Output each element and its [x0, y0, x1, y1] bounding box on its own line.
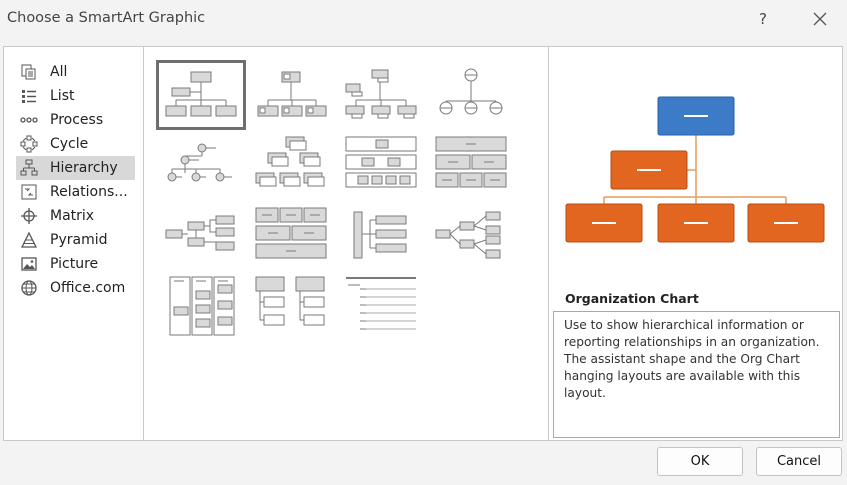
close-button[interactable] — [805, 4, 835, 34]
cancel-button[interactable]: Cancel — [756, 447, 842, 476]
list-icon — [20, 87, 38, 105]
layout-name-and-title-org-chart[interactable] — [246, 60, 336, 130]
layout-lined-hierarchy[interactable] — [246, 273, 336, 343]
help-button[interactable]: ? — [759, 10, 767, 28]
category-label: Office.com — [50, 280, 126, 296]
category-label: Cycle — [50, 136, 89, 152]
layout-table-hierarchy[interactable] — [246, 131, 336, 201]
category-office-com[interactable]: Office.com — [16, 276, 135, 300]
category-relationship[interactable]: Relations... — [16, 180, 135, 204]
category-label: Relations... — [50, 184, 128, 200]
category-label: Process — [50, 112, 104, 128]
category-cycle[interactable]: Cycle — [16, 132, 135, 156]
layout-horizontal-multi-level[interactable] — [336, 131, 426, 201]
category-label: All — [50, 64, 68, 80]
category-label: Hierarchy — [50, 160, 118, 176]
category-label: List — [50, 88, 75, 104]
category-list-item[interactable]: List — [16, 84, 135, 108]
category-hierarchy[interactable]: Hierarchy — [16, 156, 135, 180]
pyramid-icon — [20, 231, 38, 249]
preview-description: Use to show hierarchical information or … — [553, 311, 840, 438]
layout-horizontal-hierarchy[interactable] — [156, 202, 246, 272]
title-bar: Choose a SmartArt Graphic ? — [0, 0, 847, 40]
matrix-icon — [20, 207, 38, 225]
globe-icon — [20, 279, 38, 297]
layout-circle-picture-hierarchy[interactable] — [426, 60, 516, 130]
preview-connectors — [603, 135, 787, 204]
layout-table-list[interactable] — [246, 202, 336, 272]
layout-architecture[interactable] — [156, 273, 246, 343]
category-label: Pyramid — [50, 232, 108, 248]
layout-hierarchy-tree[interactable] — [426, 202, 516, 272]
layout-hierarchy-list[interactable] — [426, 131, 516, 201]
preview-title: Organization Chart — [565, 291, 699, 306]
all-icon — [20, 63, 38, 81]
cycle-icon — [20, 135, 38, 153]
category-pyramid[interactable]: Pyramid — [16, 228, 135, 252]
close-icon — [813, 12, 827, 26]
hierarchy-icon — [20, 159, 38, 177]
category-list: All List Process Cycle Hierarchy Relatio… — [4, 47, 144, 440]
ok-button[interactable]: OK — [657, 447, 743, 476]
layout-lined-list[interactable] — [336, 202, 426, 272]
relationship-icon — [20, 183, 38, 201]
process-icon — [20, 111, 38, 129]
dialog-title: Choose a SmartArt Graphic — [7, 10, 206, 26]
category-matrix[interactable]: Matrix — [16, 204, 135, 228]
layout-hierarchy-text-list[interactable] — [336, 273, 426, 343]
layout-labeled-hierarchy[interactable] — [156, 131, 246, 201]
category-process[interactable]: Process — [16, 108, 135, 132]
preview-pane: Organization Chart Use to show hierarchi… — [550, 47, 842, 440]
category-label: Matrix — [50, 208, 95, 224]
category-picture[interactable]: Picture — [16, 252, 135, 276]
picture-icon — [20, 255, 38, 273]
category-all[interactable]: All — [16, 60, 135, 84]
layout-gallery — [145, 47, 549, 440]
layout-half-circle-org-chart[interactable] — [336, 60, 426, 130]
layout-organization-chart[interactable] — [156, 60, 246, 130]
preview-diagram — [565, 96, 825, 243]
category-label: Picture — [50, 256, 99, 272]
